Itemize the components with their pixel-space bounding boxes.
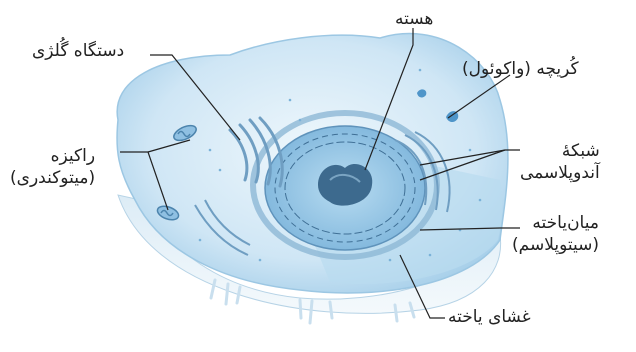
label-cytoplasm-name: میان‌یاخته (512, 212, 599, 234)
label-membrane: غشای یاخته (448, 306, 531, 328)
label-er: شبکهٔ آندوپلاسمی (520, 140, 600, 184)
label-mitochondria: راکیزه (میتوکندری) (10, 145, 95, 189)
label-vacuole: کُریچه (واکوئول) (462, 58, 579, 80)
label-cytoplasm: میان‌یاخته (سیتوپلاسم) (512, 212, 599, 256)
label-er-line2: آندوپلاسمی (520, 162, 600, 184)
label-er-line1: شبکهٔ (520, 140, 600, 162)
label-cytoplasm-alt: (سیتوپلاسم) (512, 234, 599, 256)
label-mitochondria-alt: (میتوکندری) (10, 167, 95, 189)
label-nucleus: هسته (395, 8, 433, 30)
label-golgi: دستگاه گُلژی (32, 40, 124, 62)
label-mitochondria-name: راکیزه (10, 145, 95, 167)
